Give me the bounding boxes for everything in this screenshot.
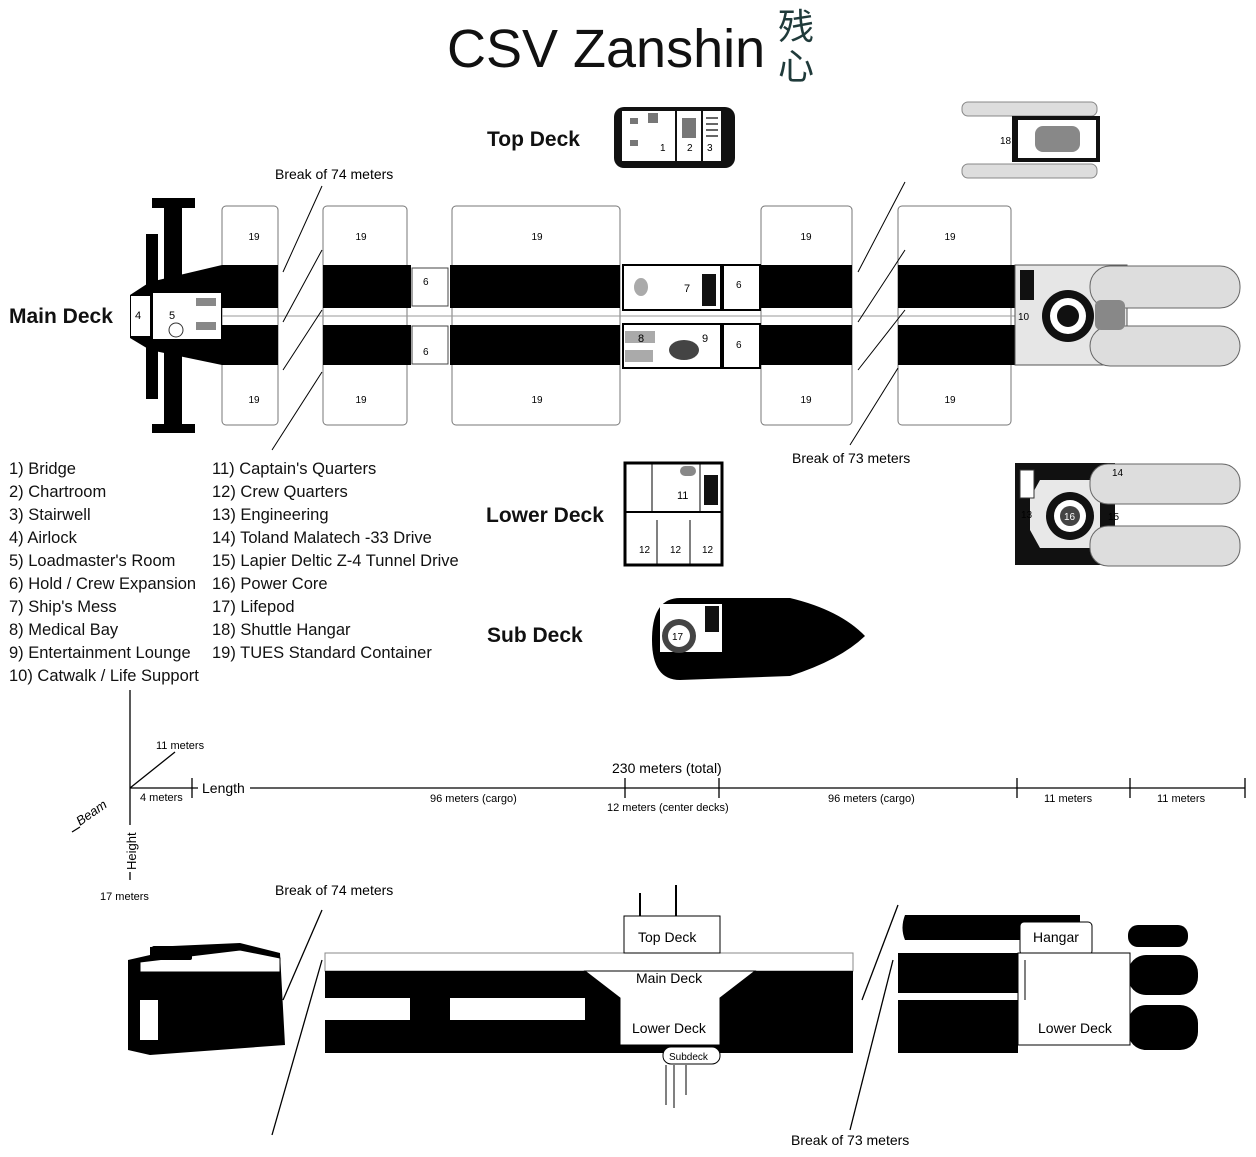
legend-item: 15) Lapier Deltic Z-4 Tunnel Drive: [212, 552, 459, 570]
break-lines: [271, 181, 906, 451]
room-13-label: 13: [1021, 510, 1033, 521]
room-2-label: 2: [687, 143, 693, 154]
legend-item: 11) Captain's Quarters: [212, 460, 377, 478]
room-17-label: 17: [672, 632, 684, 643]
room-18-label: 18: [1000, 136, 1012, 147]
page-title: CSV Zanshin: [447, 19, 766, 79]
legend-right: 11) Captain's Quarters 12) Crew Quarters…: [212, 458, 459, 665]
container-19-label: 19: [531, 232, 543, 243]
side-hangar-label: Hangar: [1033, 929, 1079, 945]
room-4-label: 4: [135, 310, 141, 322]
beam-value: 11 meters: [156, 740, 205, 752]
height-label: Height: [124, 832, 139, 870]
room-14-label: 14: [1112, 468, 1124, 479]
engine-length-2: 11 meters: [1157, 793, 1206, 805]
legend-item: 6) Hold / Crew Expansion: [9, 575, 197, 593]
room-16-label: 16: [1064, 512, 1076, 523]
room-10-label: 10: [1018, 312, 1030, 323]
legend-item: 18) Shuttle Hangar: [212, 621, 351, 639]
legend-item: 14) Toland Malatech -33 Drive: [212, 529, 432, 547]
legend-item: 2) Chartroom: [9, 483, 107, 501]
legend-item: 12) Crew Quarters: [212, 483, 348, 501]
side-main-deck-label: Main Deck: [636, 970, 703, 986]
legend-item: 9) Entertainment Lounge: [9, 644, 191, 662]
legend-item: 4) Airlock: [9, 529, 77, 547]
container-19-label: 19: [248, 395, 260, 406]
container-19-label: 19: [800, 395, 812, 406]
nose-length: 4 meters: [140, 792, 183, 804]
legend-item: 13) Engineering: [212, 506, 329, 524]
room-15-label: 15: [1108, 512, 1120, 523]
room-3-label: 3: [707, 143, 713, 154]
room-12-label: 12: [670, 545, 682, 556]
side-break-73-label: Break of 73 meters: [791, 1132, 909, 1148]
break-73-label: Break of 73 meters: [792, 450, 910, 466]
engine-length-1: 11 meters: [1044, 793, 1093, 805]
top-deck-heading: Top Deck: [487, 128, 580, 151]
legend-item: 8) Medical Bay: [9, 621, 119, 639]
legend-item: 10) Catwalk / Life Support: [9, 667, 199, 685]
side-view: Top Deck Main Deck Lower Deck Subdeck Ha…: [128, 885, 1198, 1136]
sub-deck-heading: Sub Deck: [487, 624, 583, 647]
container-19-label: 19: [531, 395, 543, 406]
lower-deck-heading: Lower Deck: [486, 504, 604, 527]
room-6-label: 6: [736, 280, 742, 291]
legend-item: 19) TUES Standard Container: [212, 644, 432, 662]
zanshin-kanji-logo: 残心: [778, 7, 815, 88]
container-19-label: 19: [355, 232, 367, 243]
cargo-length-2: 96 meters (cargo): [828, 793, 915, 805]
room-1-label: 1: [660, 143, 666, 154]
room-5-label: 5: [169, 310, 175, 322]
legend-item: 3) Stairwell: [9, 506, 91, 524]
container-19-label: 19: [248, 232, 260, 243]
center-length: 12 meters (center decks): [607, 802, 729, 814]
container-19-label: 19: [944, 395, 956, 406]
length-label: Length: [202, 780, 245, 796]
side-break-74-label: Break of 74 meters: [275, 882, 393, 898]
break-74-label: Break of 74 meters: [275, 166, 393, 182]
sub-deck-plan: 17: [652, 598, 865, 680]
side-aft-lower-deck-label: Lower Deck: [1038, 1020, 1113, 1036]
room-6-label: 6: [423, 347, 429, 358]
container-19-label: 19: [944, 232, 956, 243]
room-8-label: 8: [638, 333, 644, 345]
room-6-label: 6: [423, 277, 429, 288]
legend-item: 16) Power Core: [212, 575, 328, 593]
side-subdeck-label: Subdeck: [669, 1052, 709, 1063]
room-7-label: 7: [684, 283, 690, 295]
legend-item: 7) Ship's Mess: [9, 598, 117, 616]
lower-deck-plan: 11 12 12 12 13 14 15 16: [623, 461, 1241, 567]
room-9-label: 9: [702, 333, 708, 345]
legend-item: 17) Lifepod: [212, 598, 295, 616]
room-11-label: 11: [677, 490, 688, 502]
side-top-deck-label: Top Deck: [638, 929, 697, 945]
room-12-label: 12: [639, 545, 651, 556]
room-6-label: 6: [736, 340, 742, 351]
container-19-label: 19: [800, 232, 812, 243]
main-deck-heading: Main Deck: [9, 305, 113, 328]
beam-label: Beam: [73, 797, 110, 829]
height-value: 17 meters: [100, 891, 149, 903]
side-lower-deck-label: Lower Deck: [632, 1020, 707, 1036]
room-12-label: 12: [702, 545, 714, 556]
top-deck-module: 1 2 3: [614, 107, 735, 168]
cargo-length-1: 96 meters (cargo): [430, 793, 517, 805]
legend-item: 5) Loadmaster's Room: [9, 552, 176, 570]
container-19-label: 19: [355, 395, 367, 406]
main-deck-plan: 19 19 19 19 19 19 19 19 19 19 4 5 6 6 7 …: [130, 198, 1241, 433]
dimension-lines: [71, 690, 1246, 880]
legend-left: 1) Bridge 2) Chartroom 3) Stairwell 4) A…: [9, 458, 199, 688]
shuttle-hangar-module: 18: [961, 101, 1100, 179]
legend-item: 1) Bridge: [9, 460, 76, 478]
total-length: 230 meters (total): [612, 760, 722, 776]
